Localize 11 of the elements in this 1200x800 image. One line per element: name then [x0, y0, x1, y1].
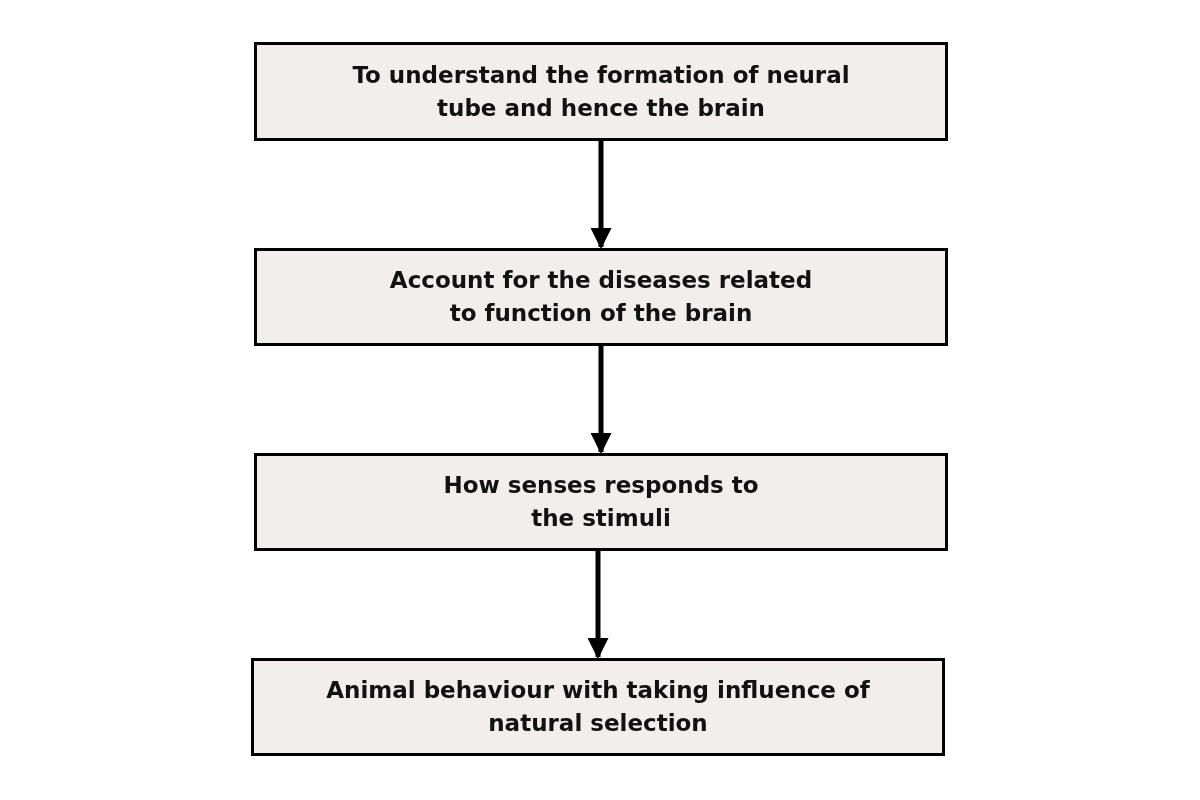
- arrow: [590, 346, 612, 455]
- arrow: [587, 551, 609, 660]
- process-box: [251, 658, 945, 756]
- step-text: How senses responds to the stimuli: [442, 471, 760, 533]
- arrow: [590, 141, 612, 250]
- process-box: [254, 42, 948, 141]
- step-text: To understand the formation of neural tube and hence the brain: [351, 60, 851, 123]
- process-box: [254, 248, 948, 346]
- step-text: Account for the diseases related to function of the brain: [388, 266, 814, 328]
- step-text: Animal behaviour with taking influence of natural selection: [325, 676, 871, 738]
- process-box: [254, 453, 948, 551]
